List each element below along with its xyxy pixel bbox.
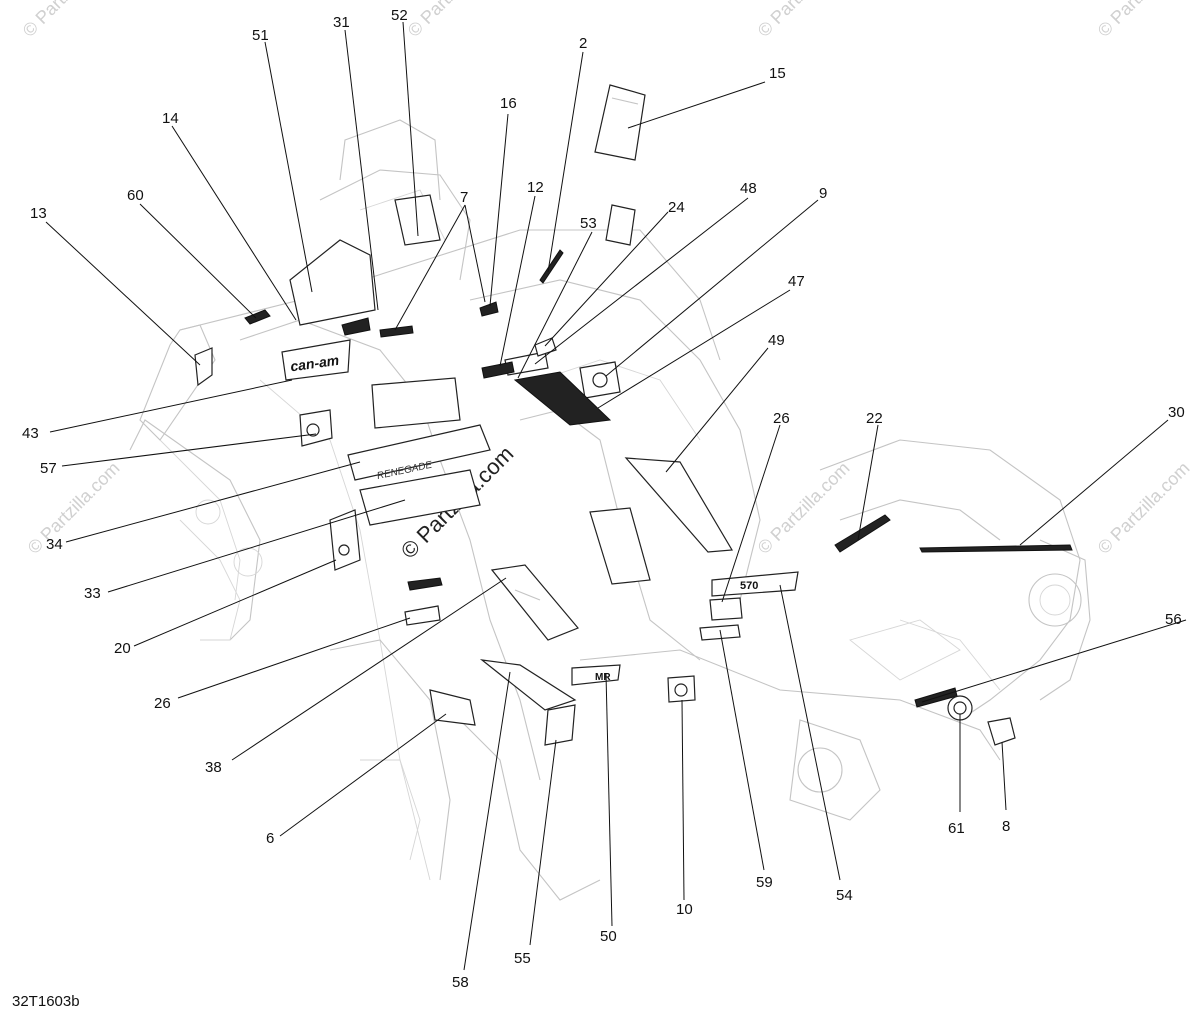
callout-15: 15 [769,65,786,82]
watermark: © Partzilla.com [1094,458,1194,558]
decal-54 [711,571,799,597]
callout-50: 50 [600,928,617,945]
callout-13: 13 [30,205,47,222]
decal-34 [347,424,491,481]
callout-51: 51 [252,27,269,44]
callout-7: 7 [460,189,468,206]
decal-26a [407,577,443,591]
callout-12: 12 [527,179,544,196]
callout-61: 61 [948,820,965,837]
decal-30 [919,544,1073,553]
decal-15 [594,84,646,161]
brand-logo-plate [281,339,351,381]
decal-22 [834,514,891,553]
watermark: © Partzilla.com [1094,0,1194,41]
callout-10: 10 [676,901,693,918]
callout-34: 34 [46,536,63,553]
callout-52: 52 [391,7,408,24]
watermark: © Partzilla.com [754,0,854,41]
decal-24 [534,337,557,357]
callout-26-left: 26 [154,695,171,712]
decal-60 [244,309,271,325]
callout-43: 43 [22,425,39,442]
decal-2 [539,249,564,284]
xmr-badge: MR [595,672,611,683]
decal-console [589,507,651,585]
callout-14: 14 [162,110,179,127]
callout-8: 8 [1002,818,1010,835]
decal-53 [605,204,636,246]
decal-51 [289,239,376,326]
diagram-code: 32T1603b [12,993,80,1010]
decal-7 [379,325,414,338]
decal-52 [394,194,441,246]
decal-16 [479,301,499,317]
callout-31: 31 [333,14,350,31]
decal-12 [481,361,515,379]
decal-50 [571,664,621,686]
callout-16: 16 [500,95,517,112]
decal-26b [404,605,441,626]
brand-logo: can-am [289,352,340,375]
decal-43-window [371,377,461,429]
callout-9: 9 [819,185,827,202]
callout-6: 6 [266,830,274,847]
callout-38: 38 [205,759,222,776]
callout-33: 33 [84,585,101,602]
decals: can-am RENEGADE MR 570 [194,84,1073,746]
callout-53: 53 [580,215,597,232]
callout-60: 60 [127,187,144,204]
watermark: © Partzilla.com [19,0,119,41]
watermarks: © Partzilla.com © Partzilla.com © Partzi… [19,0,1194,564]
size-badge: 570 [740,580,758,592]
decal-13 [194,347,213,387]
callout-30: 30 [1168,404,1185,421]
decal-38 [490,564,579,641]
callout-49: 49 [768,332,785,349]
watermark: © Partzilla.com [24,458,124,558]
watermark: © Partzilla.com [404,0,504,41]
callout-56: 56 [1165,611,1182,628]
callouts: 51 31 52 2 15 14 16 60 7 12 24 48 9 13 5… [22,7,1187,991]
callout-55: 55 [514,950,531,967]
callout-26: 26 [773,410,790,427]
callout-20: 20 [114,640,131,657]
decal-33 [359,469,481,526]
callout-22: 22 [866,410,883,427]
callout-59: 59 [756,874,773,891]
decal-6 [429,689,476,726]
decal-20 [329,509,361,571]
decal-47 [513,371,612,426]
decal-8 [987,717,1016,746]
decal-55 [544,704,576,746]
callout-48: 48 [740,180,757,197]
decal-49 [624,457,734,553]
callout-47: 47 [788,273,805,290]
callout-57: 57 [40,460,57,477]
decal-26c [709,597,743,621]
callout-58: 58 [452,974,469,991]
decal-58 [479,659,577,711]
callout-24: 24 [668,199,685,216]
decal-31 [341,317,371,336]
callout-2: 2 [579,35,587,52]
callout-54: 54 [836,887,853,904]
